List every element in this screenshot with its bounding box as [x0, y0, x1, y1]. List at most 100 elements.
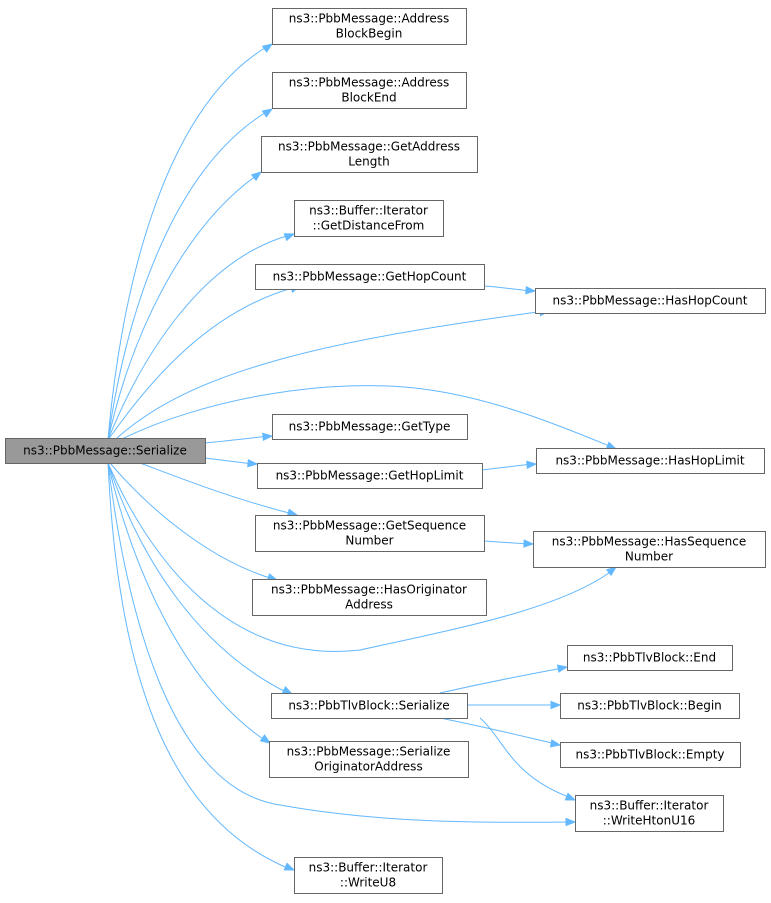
node-label-line: ns3::PbbMessage::GetHopCount — [273, 270, 467, 284]
node-tlvSerialize[interactable]: ns3::PbbTlvBlock::Serialize — [271, 693, 468, 719]
node-getType[interactable]: ns3::PbbMessage::GetType — [272, 414, 468, 440]
node-label-line: ns3::PbbTlvBlock::End — [583, 651, 716, 665]
edge-line — [483, 285, 532, 292]
node-box[interactable] — [272, 72, 467, 109]
node-root[interactable]: ns3::PbbMessage::Serialize — [5, 438, 206, 464]
node-label-line: ns3::PbbMessage::Serialize — [287, 745, 451, 759]
node-label-line: ns3::PbbTlvBlock::Serialize — [288, 699, 449, 713]
node-box[interactable] — [533, 531, 766, 568]
node-label-line: ns3::Buffer::Iterator — [309, 204, 428, 218]
node-box[interactable] — [255, 515, 485, 552]
node-getHopCount[interactable]: ns3::PbbMessage::GetHopCount — [255, 264, 485, 290]
edge-line — [107, 462, 614, 652]
node-box[interactable] — [255, 264, 485, 290]
edge-tlvSerialize-to-tlvEnd — [439, 664, 569, 694]
node-box[interactable] — [272, 414, 468, 440]
node-box[interactable] — [567, 645, 733, 671]
node-box[interactable] — [294, 857, 443, 894]
edge-line — [204, 435, 269, 444]
edge-root-to-writeU16 — [107, 462, 577, 827]
node-serOrig[interactable]: ns3::PbbMessage::SerializeOriginatorAddr… — [269, 741, 469, 778]
node-hasHopLimit[interactable]: ns3::PbbMessage::HasHopLimit — [536, 448, 765, 474]
edge-arrowhead — [556, 664, 569, 673]
node-hasHopCount[interactable]: ns3::PbbMessage::HasHopCount — [535, 288, 766, 314]
node-label-line: ns3::PbbMessage::HasOriginator — [271, 583, 467, 597]
edge-root-to-getHopLimit — [204, 457, 259, 468]
edge-arrowhead — [283, 862, 296, 871]
edge-arrowhead — [523, 539, 535, 548]
node-box[interactable] — [269, 741, 469, 778]
edge-line — [107, 45, 269, 441]
node-writeU8[interactable]: ns3::Buffer::Iterator::WriteU8 — [294, 857, 443, 894]
node-tlvBegin[interactable]: ns3::PbbTlvBlock::Begin — [560, 693, 740, 719]
edge-line — [109, 462, 274, 580]
node-getDist[interactable]: ns3::Buffer::Iterator::GetDistanceFrom — [294, 200, 444, 237]
node-box[interactable] — [294, 200, 444, 237]
edges-layer — [107, 43, 618, 871]
edge-getSeq-to-hasSeq — [483, 539, 535, 548]
edge-arrowhead — [250, 171, 263, 182]
edge-arrowhead — [261, 108, 274, 118]
node-label-line: ns3::Buffer::Iterator — [590, 799, 709, 813]
node-label-line: Number — [345, 534, 393, 548]
node-box[interactable] — [560, 693, 740, 719]
edge-root-to-serOrig — [107, 462, 272, 744]
node-label-line: ns3::PbbMessage::Serialize — [23, 444, 187, 458]
node-label-line: ns3::PbbMessage::Address — [289, 76, 450, 90]
node-box[interactable] — [536, 448, 765, 474]
node-label-line: ::WriteHtonU16 — [603, 814, 696, 828]
edge-line — [139, 462, 294, 515]
node-label-line: ns3::PbbMessage::GetAddress — [278, 140, 460, 154]
node-box[interactable] — [252, 579, 487, 616]
edge-getHopLimit-to-hasHopLimit — [481, 460, 538, 471]
node-label-line: ns3::PbbMessage::HasHopLimit — [555, 454, 744, 468]
edge-line — [439, 667, 564, 694]
node-label-line: ns3::Buffer::Iterator — [309, 861, 428, 875]
node-label-line: BlockEnd — [341, 91, 396, 105]
node-box[interactable] — [257, 463, 483, 489]
edge-arrowhead — [262, 432, 274, 442]
edge-line — [107, 110, 269, 441]
edge-arrowhead — [605, 566, 618, 577]
edge-line — [107, 174, 258, 441]
edge-arrowhead — [564, 792, 577, 801]
edge-line — [107, 234, 291, 441]
edge-arrowhead — [259, 734, 272, 744]
node-label-line: ns3::PbbMessage::GetSequence — [273, 519, 466, 533]
edge-line — [119, 385, 613, 448]
edge-root-to-addrBegin — [107, 43, 274, 441]
node-box[interactable] — [575, 795, 724, 832]
edge-line — [204, 457, 254, 465]
node-box[interactable] — [535, 288, 766, 314]
edge-tlvSerialize-to-writeU16 — [479, 717, 577, 801]
edge-line — [114, 310, 546, 441]
edge-root-to-tlvSerialize — [107, 462, 294, 695]
node-box[interactable] — [272, 8, 467, 45]
node-getHopLimit[interactable]: ns3::PbbMessage::GetHopLimit — [257, 463, 483, 489]
edge-line — [107, 462, 267, 742]
node-box[interactable] — [261, 136, 478, 173]
edge-getHopCount-to-hasHopCount — [483, 285, 537, 295]
edge-line — [483, 540, 530, 545]
edge-root-to-getType — [204, 432, 274, 444]
edge-root-to-hasOrig — [109, 462, 279, 582]
node-box[interactable] — [560, 742, 741, 768]
edge-arrowhead — [550, 700, 562, 710]
node-box[interactable] — [271, 693, 468, 719]
edge-line — [107, 462, 572, 823]
node-tlvEnd[interactable]: ns3::PbbTlvBlock::End — [567, 645, 733, 671]
node-box[interactable] — [5, 438, 206, 464]
edge-tlvSerialize-to-tlvEmpty — [439, 717, 562, 748]
node-writeU16[interactable]: ns3::Buffer::Iterator::WriteHtonU16 — [575, 795, 724, 832]
node-tlvEmpty[interactable]: ns3::PbbTlvBlock::Empty — [560, 742, 741, 768]
edge-arrowhead — [526, 460, 538, 470]
edge-line — [107, 462, 291, 870]
node-label-line: Number — [625, 550, 673, 564]
